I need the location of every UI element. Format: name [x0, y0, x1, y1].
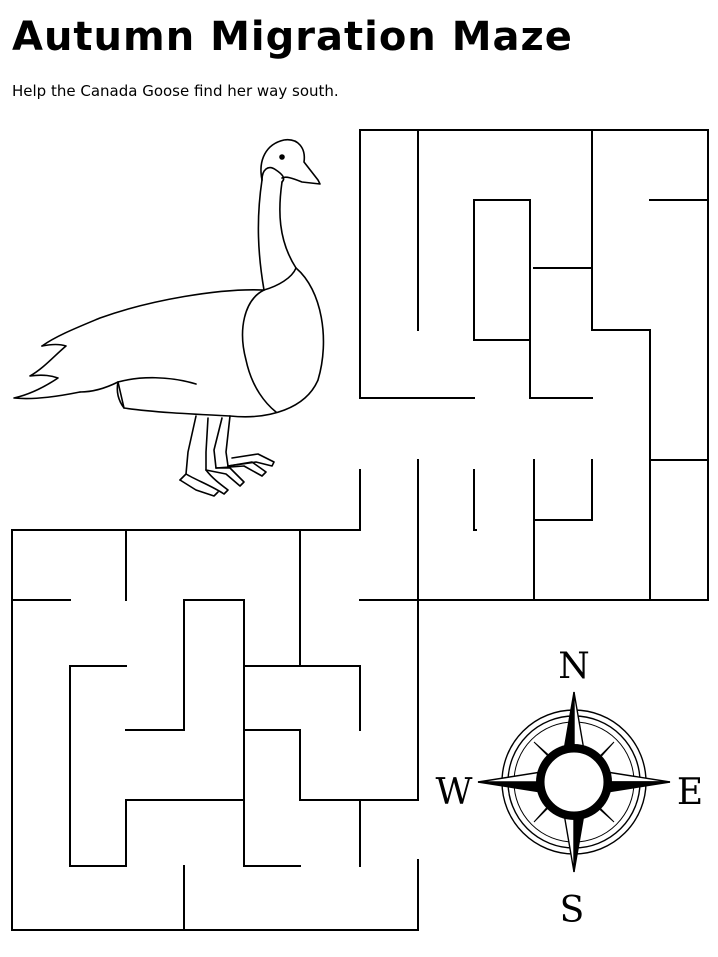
- canada-goose-icon: [13, 138, 325, 497]
- instructions: Help the Canada Goose find her way south…: [12, 82, 339, 100]
- compass-rose-icon: [477, 691, 671, 873]
- compass-west-label: W: [435, 772, 472, 813]
- compass-east-label: E: [677, 772, 703, 813]
- maze: [11, 129, 709, 931]
- compass-south-label: S: [560, 890, 585, 931]
- compass-north-label: N: [558, 646, 590, 687]
- page-title: Autumn Migration Maze: [12, 14, 573, 60]
